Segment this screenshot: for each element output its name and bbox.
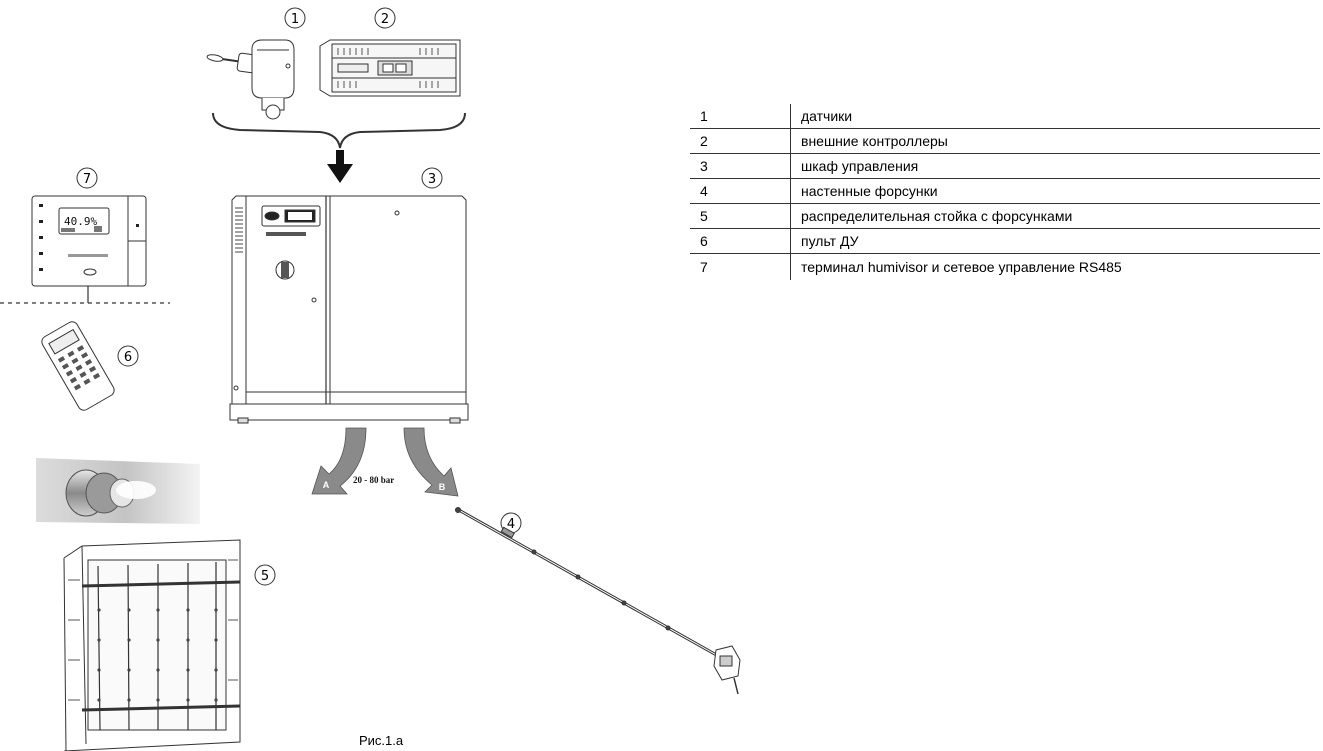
legend-row: 3 шкаф управления xyxy=(690,153,1320,179)
svg-text:6: 6 xyxy=(124,350,132,365)
legend-number: 7 xyxy=(690,253,791,280)
pressure-label: 20 - 80 bar xyxy=(353,475,394,485)
callout-2: 2 xyxy=(374,7,396,29)
legend-text: распределительная стойка с форсунками xyxy=(790,203,1320,229)
legend-text: датчики xyxy=(790,104,1320,129)
external-controller-illustration xyxy=(319,39,461,97)
legend-text: терминал humivisor и сетевое управление … xyxy=(790,253,1320,280)
distribution-rack-illustration xyxy=(63,539,241,751)
legend-number: 4 xyxy=(690,178,791,204)
callout-6: 6 xyxy=(117,345,139,367)
svg-text:1: 1 xyxy=(291,12,299,27)
legend-number: 1 xyxy=(700,108,708,124)
wall-nozzle-line-illustration xyxy=(455,507,741,695)
legend-row: 2 внешние контроллеры xyxy=(690,128,1320,154)
legend-row: 5 распределительная стойка с форсунками xyxy=(690,203,1320,229)
legend-number: 2 xyxy=(690,128,791,154)
legend-row: 6 пульт ДУ xyxy=(690,228,1320,254)
svg-text:B: B xyxy=(439,482,446,492)
spray-nozzle-illustration xyxy=(36,458,200,524)
legend-number: 6 xyxy=(690,228,791,254)
callout-5: 5 xyxy=(254,564,276,586)
legend-text: внешние контроллеры xyxy=(790,128,1320,154)
legend-text: настенные форсунки xyxy=(790,178,1320,204)
svg-text:7: 7 xyxy=(83,172,91,187)
control-cabinet-illustration xyxy=(229,195,469,424)
legend-row: 7 терминал humivisor и сетевое управлени… xyxy=(690,253,1320,280)
legend-table: 1 датчики 2 внешние контроллеры 3 шкаф у… xyxy=(690,104,1320,280)
down-arrow-icon xyxy=(327,150,353,183)
svg-text:3: 3 xyxy=(428,172,436,187)
svg-text:5: 5 xyxy=(261,569,269,584)
legend-number: 3 xyxy=(690,153,791,179)
legend-text: шкаф управления xyxy=(790,153,1320,179)
legend-row: 1 датчики xyxy=(690,104,1320,129)
callout-3: 3 xyxy=(421,167,443,189)
figure-caption: Рис.1.a xyxy=(359,733,404,748)
legend-text: пульт ДУ xyxy=(790,228,1320,254)
callout-7: 7 xyxy=(76,167,98,189)
callout-1: 1 xyxy=(284,7,306,29)
legend-row: 4 настенные форсунки xyxy=(690,178,1320,204)
grouping-brace xyxy=(212,112,466,149)
network-bus xyxy=(0,286,170,304)
arrow-b: B xyxy=(403,427,459,497)
svg-text:40.9%: 40.9% xyxy=(64,215,97,228)
arrow-a: A xyxy=(311,427,367,495)
svg-text:A: A xyxy=(323,480,330,490)
svg-text:2: 2 xyxy=(381,12,389,27)
remote-control-illustration xyxy=(41,321,115,411)
sensor-illustration xyxy=(206,39,295,120)
humivisor-terminal-illustration: 40.9% xyxy=(31,195,147,287)
svg-text:4: 4 xyxy=(507,517,515,532)
legend-number: 5 xyxy=(690,203,791,229)
